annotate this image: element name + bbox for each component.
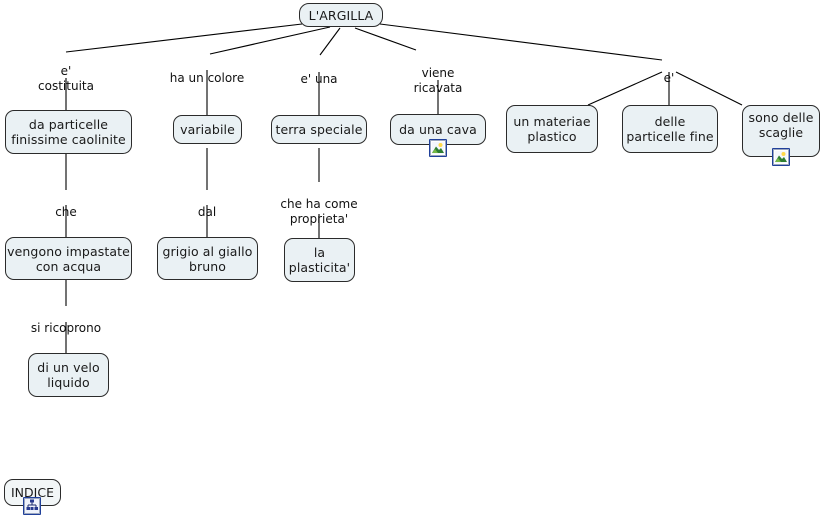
edge-label-text: che ha come proprieta'	[280, 197, 358, 226]
node-label: da una cava	[399, 122, 477, 137]
edge-label-text: ha un colore	[169, 71, 245, 85]
node-label: L'ARGILLA	[308, 7, 374, 23]
node-label: delle particelle fine	[626, 114, 714, 144]
node-un-materiae-plastico[interactable]: un materiae plastico	[506, 105, 598, 153]
edge-label-text: che	[55, 205, 77, 219]
edge-label-text: si ricoprono	[30, 321, 102, 335]
edge-root-to-e-costituita	[65, 23, 303, 53]
edge-label-si-ricoprono: si ricoprono	[6, 306, 126, 336]
edge-label-dal: dal	[172, 190, 242, 220]
indice-label: INDICE	[11, 485, 54, 500]
node-label: terra speciale	[275, 122, 363, 137]
node-terra-speciale[interactable]: terra speciale	[271, 115, 367, 144]
edge-label-e-costituita: e' costituita	[11, 49, 121, 94]
edge-label-che-ha-come-proprieta: che ha come proprieta'	[254, 182, 384, 227]
edge-label-text: dal	[197, 205, 217, 219]
node-vengono-impastate-con-acqua[interactable]: vengono impastate con acqua	[5, 237, 132, 280]
node-grigio-al-giallo-bruno[interactable]: grigio al giallo bruno	[157, 237, 258, 280]
node-label: un materiae plastico	[513, 114, 591, 144]
indice-button[interactable]: INDICE	[4, 479, 61, 506]
edge-label-text: e'	[663, 71, 675, 85]
node-label: la plasticita'	[288, 245, 351, 275]
node-variabile[interactable]: variabile	[173, 115, 242, 144]
edge-label-e-right: e'	[639, 56, 699, 86]
node-label: sono delle scaglie	[748, 110, 814, 140]
node-root-largilla[interactable]: L'ARGILLA	[299, 3, 383, 27]
node-label: grigio al giallo bruno	[162, 243, 253, 274]
node-delle-particelle-fine[interactable]: delle particelle fine	[622, 105, 718, 153]
node-label: da particelle finissime caolinite	[11, 117, 126, 147]
edge-label-text: e' costituita	[38, 64, 94, 93]
node-da-particelle-finissime-caolinite[interactable]: da particelle finissime caolinite	[5, 110, 132, 154]
node-label: di un velo liquido	[37, 360, 100, 390]
edge-label-e-una: e' una	[274, 57, 364, 87]
edge-root-to-e-una	[319, 27, 341, 56]
edge-label-ha-un-colore: ha un colore	[147, 56, 267, 86]
node-di-un-velo-liquido[interactable]: di un velo liquido	[28, 353, 109, 397]
edge-label-text: viene ricavata	[413, 66, 463, 95]
concept-map-icon[interactable]	[23, 497, 41, 515]
node-label: vengono impastate con acqua	[7, 243, 130, 274]
picture-icon[interactable]	[772, 148, 790, 166]
edge-root-to-viene-ricavata	[354, 27, 417, 51]
node-la-plasticita[interactable]: la plasticita'	[284, 238, 355, 282]
edge-label-che: che	[26, 190, 106, 220]
edge-root-to-ha-un-colore	[209, 26, 331, 55]
edge-label-text: e' una	[300, 72, 338, 86]
node-label: variabile	[180, 122, 235, 137]
picture-icon[interactable]	[429, 139, 447, 157]
node-sono-delle-scaglie[interactable]: sono delle scaglie	[742, 105, 820, 157]
edge-label-viene-ricavata: viene ricavata	[383, 51, 493, 96]
